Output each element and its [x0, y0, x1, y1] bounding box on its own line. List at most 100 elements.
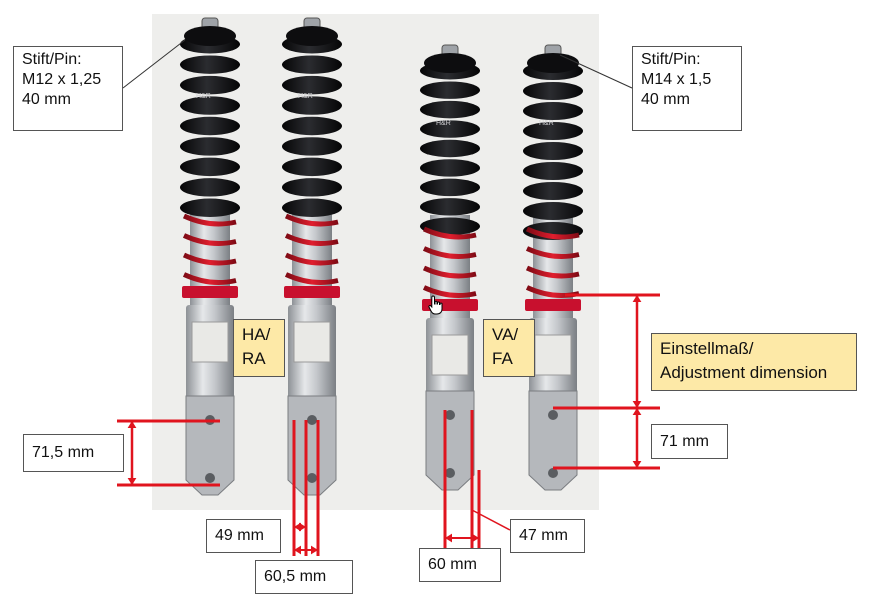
helper-spring-turn — [182, 213, 237, 227]
dim-front-hole-arrow-top — [632, 408, 642, 415]
coil-turn — [523, 142, 583, 160]
top-mount — [184, 26, 236, 46]
rear-outer-width-label: 60,5 mm — [255, 560, 353, 594]
bracket-hole-lower — [307, 473, 317, 483]
mount-bracket — [425, 390, 475, 491]
rear-axle-label: HA/ RA — [233, 319, 285, 377]
helper-spring-turn — [422, 246, 477, 259]
coil-turn — [282, 96, 342, 115]
coil-turn — [282, 116, 342, 136]
damper-sticker — [534, 334, 572, 376]
adjustment-line1: Einstellmaß/ — [660, 339, 754, 358]
spring-seat — [182, 286, 238, 298]
bracket-hole-lower — [445, 468, 455, 478]
helper-spring-turn — [525, 265, 580, 279]
helper-spring-turn — [182, 272, 237, 285]
rear-inner-width-label: 49 mm — [206, 519, 281, 553]
dim-adjust-arrow-bottom — [632, 401, 642, 408]
top-mount — [527, 53, 579, 73]
spring-seat — [525, 299, 581, 311]
coil-turn — [282, 137, 342, 156]
spring-print: H&R — [436, 120, 451, 127]
strut-4: H&R — [523, 44, 583, 491]
dim-rear-hole-arrow-top — [127, 421, 137, 428]
coil-turn — [282, 178, 342, 197]
adjustment-dimension-label: Einstellmaß/ Adjustment dimension — [651, 333, 857, 391]
strut-1: H&R — [180, 17, 240, 496]
helper-spring-turn — [525, 246, 580, 259]
pin-rear-leader — [122, 39, 186, 89]
helper-spring-turn — [525, 226, 580, 240]
damper-sticker — [293, 321, 331, 363]
pin-front-leader — [559, 54, 633, 89]
bracket-hole-upper — [307, 415, 317, 425]
top-mount — [424, 53, 476, 73]
front-axle-line1: VA/ — [492, 325, 519, 344]
coil-turn — [180, 75, 240, 95]
pin-spec-rear: Stift/Pin: M12 x 1,25 40 mm — [13, 46, 123, 131]
coil-turn — [420, 159, 480, 177]
helper-spring-turn — [284, 252, 339, 266]
coil-turn — [420, 81, 480, 99]
spring-print: H&R — [298, 93, 313, 100]
pin-spec-front-line2: M14 x 1,5 — [641, 71, 712, 88]
front-inner-width-label: 47 mm — [510, 519, 585, 553]
strut-3: H&R — [420, 44, 480, 491]
coil-turn — [180, 55, 240, 74]
coil-turn — [523, 182, 583, 200]
dim-rear-hole-arrow-bottom — [127, 478, 137, 485]
mount-bracket — [287, 395, 337, 496]
strut-2: H&R — [282, 17, 342, 496]
pin-spec-rear-line2: M12 x 1,25 — [22, 71, 102, 88]
coil-turn — [180, 137, 240, 156]
rear-hole-spacing-label: 71,5 mm — [23, 434, 124, 472]
coil-turn — [523, 162, 583, 180]
helper-spring-turn — [284, 233, 339, 246]
coil-turn — [180, 157, 240, 177]
pin-spec-front-line1: Stift/Pin: — [641, 51, 701, 68]
coil-turn — [180, 198, 240, 217]
front-axle-line2: FA — [492, 349, 513, 368]
pin-spec-rear-line1: Stift/Pin: — [22, 51, 82, 68]
bracket-hole-lower — [205, 473, 215, 483]
pin-spec-front: Stift/Pin: M14 x 1,5 40 mm — [632, 46, 742, 131]
spring-print: H&R — [196, 93, 211, 100]
coil-turn — [523, 122, 583, 140]
coil-turn — [420, 217, 480, 235]
spring-print: H&R — [539, 120, 554, 127]
rear-axle-line1: HA/ — [242, 325, 271, 344]
coil-turn — [180, 116, 240, 136]
front-hole-spacing-label: 71 mm — [651, 424, 728, 459]
coil-turn — [420, 100, 480, 119]
dim-rear-inner-arrow-right — [299, 522, 306, 532]
adjustment-line2: Adjustment dimension — [660, 363, 828, 382]
bracket-hole-upper — [548, 410, 558, 420]
dim-front-hole-arrow-bottom — [632, 461, 642, 468]
hand-pointer-icon — [428, 295, 443, 315]
coil-turn — [420, 178, 480, 197]
coil-turn — [282, 55, 342, 74]
top-mount — [286, 26, 338, 46]
coil-turn — [420, 198, 480, 216]
helper-spring-turn — [182, 252, 237, 266]
dim-front-inner-leader — [471, 509, 511, 531]
mount-bracket — [528, 390, 578, 491]
coil-turn — [180, 96, 240, 115]
bracket-hole-upper — [445, 410, 455, 420]
helper-spring-turn — [284, 213, 339, 227]
front-outer-width-label: 60 mm — [419, 548, 501, 582]
coil-turn — [420, 120, 480, 138]
dim-rear-outer-arrow-left — [294, 545, 301, 555]
helper-spring-turn — [284, 272, 339, 285]
coil-turn — [523, 202, 583, 220]
dim-front-outer-arrow-left — [445, 533, 452, 543]
pin-spec-front-line3: 40 mm — [641, 91, 690, 108]
pin-spec-rear-line3: 40 mm — [22, 91, 71, 108]
coil-turn — [282, 157, 342, 177]
dim-adjust-arrow-top — [632, 295, 642, 302]
helper-spring-turn — [182, 233, 237, 246]
front-axle-label: VA/ FA — [483, 319, 535, 377]
coil-turn — [282, 198, 342, 217]
